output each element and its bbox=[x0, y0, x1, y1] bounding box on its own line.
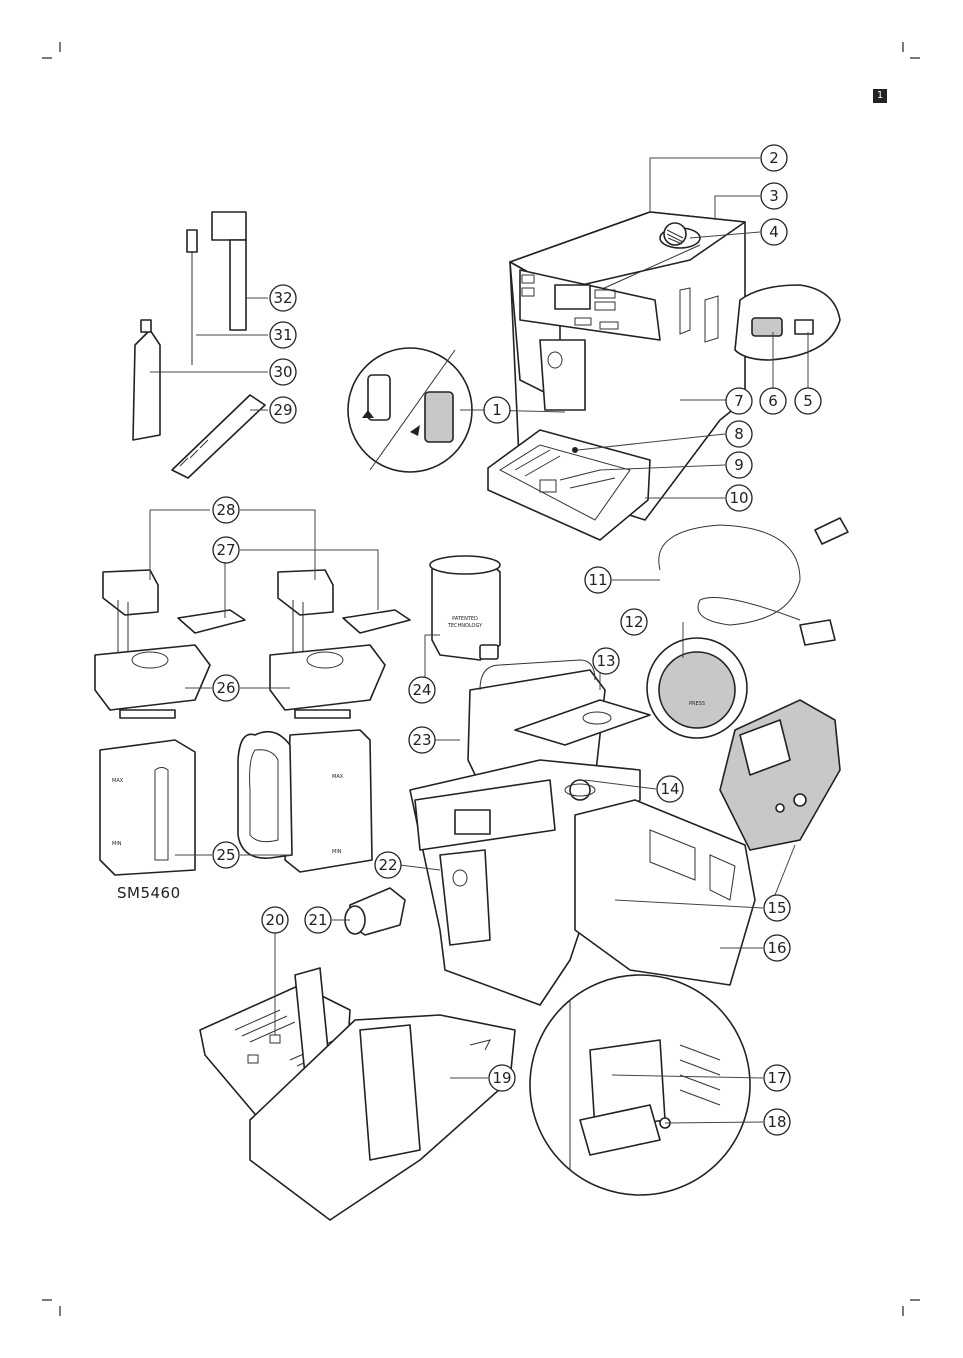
service-door-illustration bbox=[574, 799, 756, 986]
interior-detail-inset bbox=[529, 974, 751, 1196]
svg-text:1: 1 bbox=[492, 401, 502, 419]
callout-6: 6 bbox=[759, 387, 787, 415]
svg-text:19: 19 bbox=[492, 1069, 511, 1087]
callout-31: 31 bbox=[269, 321, 297, 349]
coffee-machine-front-illustration bbox=[487, 211, 746, 541]
callout-13: 13 bbox=[592, 647, 620, 675]
svg-text:2: 2 bbox=[769, 149, 779, 167]
milk-carafe-lids-illustration bbox=[94, 569, 411, 719]
svg-text:10: 10 bbox=[729, 489, 748, 507]
svg-text:26: 26 bbox=[216, 679, 235, 697]
svg-text:30: 30 bbox=[273, 363, 292, 381]
svg-text:31: 31 bbox=[273, 326, 292, 344]
water-filter-illustration: PATENTED TECHNOLOGY bbox=[429, 555, 501, 661]
tank2-min-label: MIN bbox=[332, 849, 342, 855]
svg-text:18: 18 bbox=[767, 1113, 786, 1131]
callout-16: 16 bbox=[763, 934, 791, 962]
svg-text:20: 20 bbox=[265, 911, 284, 929]
leader-lines bbox=[149, 157, 809, 1124]
drip-tray-release-inset bbox=[347, 347, 473, 473]
callout-17: 17 bbox=[763, 1064, 791, 1092]
svg-text:27: 27 bbox=[216, 541, 235, 559]
milk-frother-illustration bbox=[344, 887, 406, 936]
callout-19: 19 bbox=[488, 1064, 516, 1092]
callout-4: 4 bbox=[760, 218, 788, 246]
callout-3: 3 bbox=[760, 182, 788, 210]
svg-text:23: 23 bbox=[412, 731, 431, 749]
callout-22: 22 bbox=[374, 851, 402, 879]
callout-18: 18 bbox=[763, 1108, 791, 1136]
svg-text:22: 22 bbox=[378, 856, 397, 874]
grind-setting-knob-inset: PRESS bbox=[646, 637, 748, 739]
svg-text:8: 8 bbox=[734, 425, 744, 443]
svg-text:9: 9 bbox=[734, 456, 744, 474]
callout-9: 9 bbox=[725, 451, 753, 479]
callout-8: 8 bbox=[725, 420, 753, 448]
filter-label-line1: PATENTED bbox=[452, 616, 478, 622]
callout-23: 23 bbox=[408, 726, 436, 754]
crop-marks bbox=[42, 42, 920, 1316]
callout-12: 12 bbox=[620, 608, 648, 636]
callout-28: 28 bbox=[212, 496, 240, 524]
power-cord-illustration bbox=[658, 517, 849, 646]
tank2-max-label: MAX bbox=[332, 774, 344, 780]
tank1-max-label: MAX bbox=[112, 778, 124, 784]
callout-10: 10 bbox=[725, 484, 753, 512]
svg-text:17: 17 bbox=[767, 1069, 786, 1087]
callout-27: 27 bbox=[212, 536, 240, 564]
callout-7: 7 bbox=[725, 387, 753, 415]
tank1-min-label: MIN bbox=[112, 841, 122, 847]
brew-group-illustration bbox=[719, 699, 841, 851]
callout-20: 20 bbox=[261, 906, 289, 934]
svg-text:6: 6 bbox=[768, 392, 778, 410]
water-tanks-illustration: MAX MIN MAX MIN bbox=[99, 729, 373, 876]
svg-text:24: 24 bbox=[412, 681, 431, 699]
callout-11: 11 bbox=[584, 566, 612, 594]
grind-knob-label: PRESS bbox=[689, 701, 705, 707]
callout-25: 25 bbox=[212, 841, 240, 869]
callouts: 1 2 3 4 5 6 7 8 9 10 11 12 13 14 15 16 1… bbox=[212, 144, 822, 1136]
svg-text:29: 29 bbox=[273, 401, 292, 419]
callout-32: 32 bbox=[269, 284, 297, 312]
svg-text:14: 14 bbox=[660, 780, 679, 798]
callout-5: 5 bbox=[794, 387, 822, 415]
svg-text:3: 3 bbox=[769, 187, 779, 205]
callout-26: 26 bbox=[212, 674, 240, 702]
drip-tray-illustration bbox=[199, 967, 516, 1221]
callout-14: 14 bbox=[656, 775, 684, 803]
svg-text:13: 13 bbox=[596, 652, 615, 670]
callout-21: 21 bbox=[304, 906, 332, 934]
svg-text:12: 12 bbox=[624, 613, 643, 631]
callout-1: 1 bbox=[483, 396, 511, 424]
svg-text:15: 15 bbox=[767, 899, 786, 917]
callout-24: 24 bbox=[408, 676, 436, 704]
callout-2: 2 bbox=[760, 144, 788, 172]
svg-text:5: 5 bbox=[803, 392, 813, 410]
callout-29: 29 bbox=[269, 396, 297, 424]
model-label: SM5460 bbox=[117, 884, 181, 902]
svg-text:7: 7 bbox=[734, 392, 744, 410]
svg-text:32: 32 bbox=[273, 289, 292, 307]
svg-text:28: 28 bbox=[216, 501, 235, 519]
svg-text:16: 16 bbox=[767, 939, 786, 957]
svg-text:11: 11 bbox=[588, 571, 607, 589]
filter-label-line2: TECHNOLOGY bbox=[447, 623, 483, 629]
svg-text:21: 21 bbox=[308, 911, 327, 929]
page-number-badge: 1 bbox=[873, 89, 887, 103]
callout-15: 15 bbox=[763, 894, 791, 922]
accessories-illustration bbox=[132, 211, 266, 479]
callout-30: 30 bbox=[269, 358, 297, 386]
power-socket-inset bbox=[734, 284, 841, 361]
svg-text:4: 4 bbox=[769, 223, 779, 241]
svg-text:25: 25 bbox=[216, 846, 235, 864]
